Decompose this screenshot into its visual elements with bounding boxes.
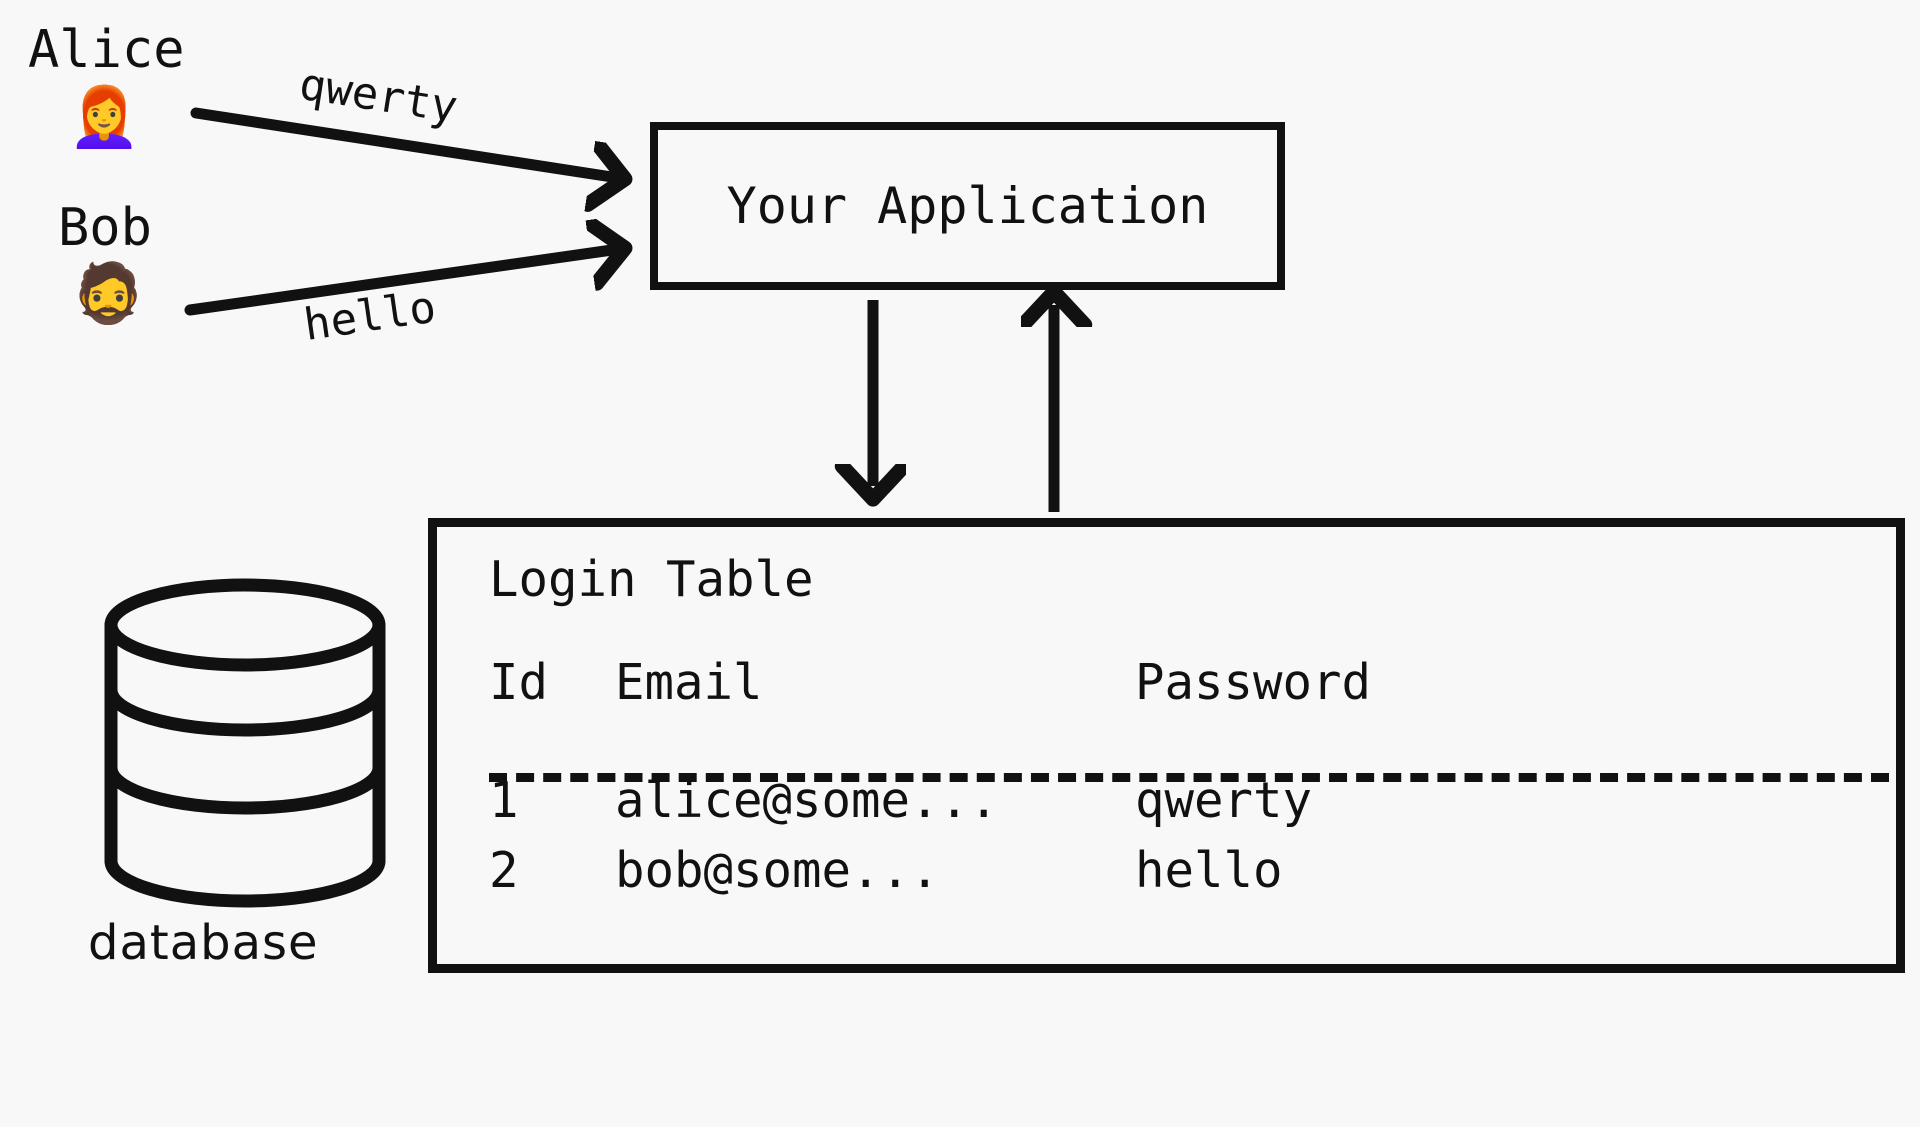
woman-red-hair-emoji: 👩‍🦰 — [68, 83, 141, 151]
login-table-title: Login Table — [489, 551, 814, 608]
column-header-email: Email — [615, 654, 763, 711]
column-header-id: Id — [489, 654, 549, 711]
column-header-password: Password — [1135, 654, 1372, 711]
cell-id: 2 — [489, 842, 519, 899]
diagram-canvas: Alice 👩‍🦰 Bob 🧔 qwerty hello Your Applic… — [28, 20, 1905, 973]
actor-name-alice: Alice — [28, 20, 185, 80]
cell-password: hello — [1135, 842, 1283, 899]
credential-label-hello: hello — [300, 281, 440, 351]
bearded-person-emoji: 🧔 — [72, 259, 145, 327]
table-row[interactable]: 1 alice@some... qwerty — [489, 772, 1896, 842]
credential-label-qwerty: qwerty — [296, 58, 461, 134]
application-label: Your Application — [726, 177, 1209, 235]
database-label: database — [88, 915, 319, 971]
table-header-divider — [489, 773, 1889, 782]
login-table-grid: Id Email Password 1 alice@some... qwerty… — [489, 654, 1896, 912]
actor-name-bob: Bob — [58, 198, 152, 258]
login-table-box[interactable]: Login Table Id Email Password 1 alice@so… — [428, 518, 1905, 973]
database-cylinder-icon — [95, 578, 395, 908]
cell-email: bob@some... — [615, 842, 940, 899]
table-row[interactable]: 2 bob@some... hello — [489, 842, 1896, 912]
table-header-row: Id Email Password — [489, 654, 1896, 724]
application-box[interactable]: Your Application — [650, 122, 1285, 290]
